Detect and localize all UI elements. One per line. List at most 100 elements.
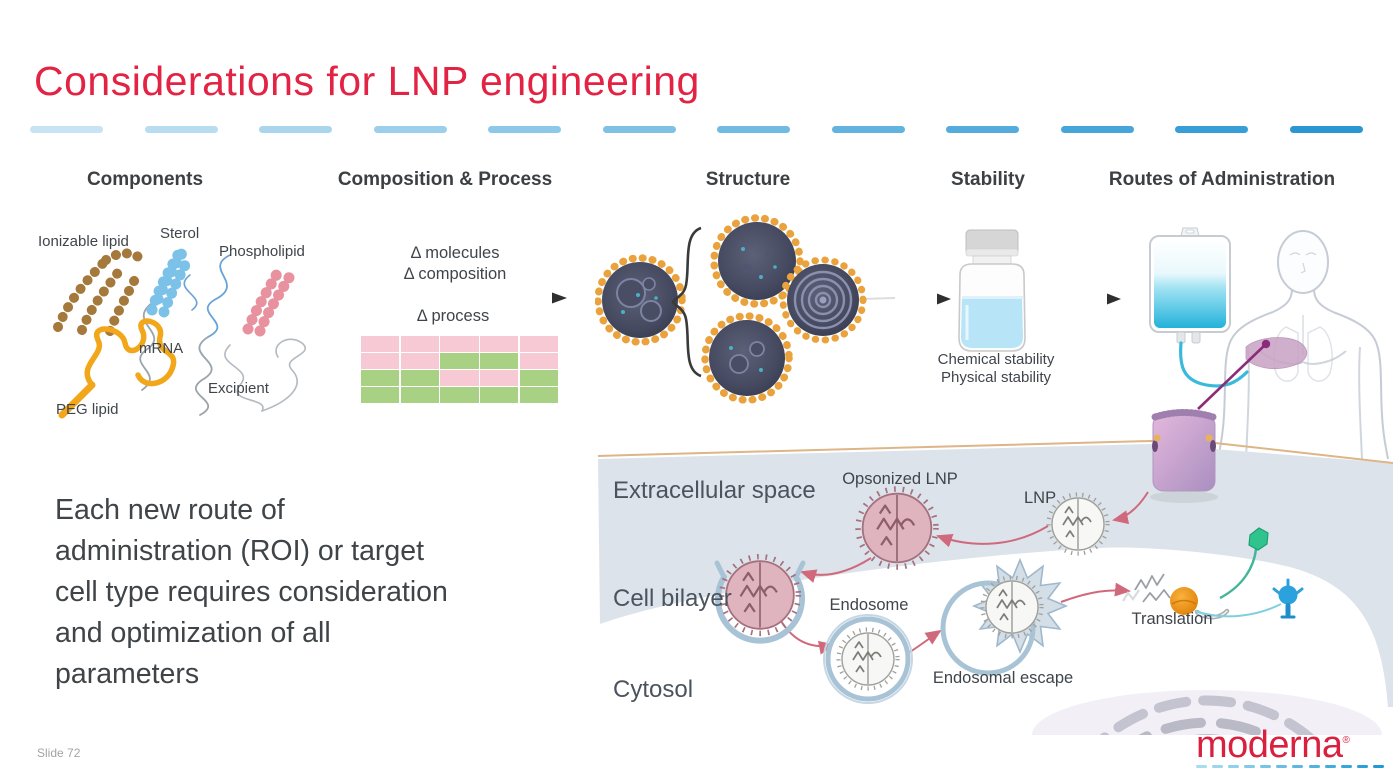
key-message: Each new route of administration (ROI) o…	[55, 490, 595, 695]
lnp-particle-icon	[779, 256, 867, 344]
formulation-grid-cell	[519, 353, 558, 369]
formulation-grid-cell	[480, 370, 519, 386]
routes-illustration	[1149, 227, 1389, 460]
formulation-grid-cell	[440, 336, 479, 352]
ionizable-lipid-icon	[53, 248, 145, 336]
endosome-icon	[823, 614, 913, 704]
lnp-particle-icon	[595, 254, 686, 346]
formulation-grid-cell	[440, 387, 479, 403]
label-cell-bilayer: Cell bilayer	[613, 585, 732, 612]
label-excipient: Excipient	[208, 380, 269, 397]
formulation-grid	[361, 336, 558, 403]
iv-bag-icon	[1149, 227, 1231, 344]
formulation-grid-cell	[400, 353, 439, 369]
membrane-lnp-icon	[714, 557, 806, 644]
formulation-grid-cell	[440, 353, 479, 369]
logo-dash	[1260, 765, 1272, 768]
label-ionizable-lipid: Ionizable lipid	[38, 233, 129, 250]
label-opsonized-lnp: Opsonized LNP	[842, 470, 958, 488]
iv-tube-icon	[1178, 341, 1249, 388]
divider-dash	[717, 126, 791, 133]
label-cytosol: Cytosol	[613, 676, 694, 703]
label-lnp: LNP	[1024, 489, 1057, 507]
divider-dash	[144, 126, 218, 133]
moderna-logo-dashes	[1196, 765, 1384, 768]
key-message-line: administration (ROI) or target	[55, 535, 425, 567]
logo-dash	[1372, 765, 1384, 768]
moderna-logo: moderna®	[1196, 726, 1386, 768]
phospholipid-icon	[242, 266, 296, 337]
excipient-icon	[224, 338, 306, 412]
lnp-structure-illustration	[595, 214, 895, 404]
label-endosome: Endosome	[829, 596, 909, 614]
col-header-components: Components	[86, 169, 204, 190]
translation-icon	[1122, 573, 1230, 620]
formulation-grid-cell	[361, 370, 400, 386]
formulation-grid-cell	[400, 336, 439, 352]
formulation-grid-cell	[440, 370, 479, 386]
formulation-grid-cell	[480, 353, 519, 369]
label-physical-stability: Physical stability	[940, 369, 1052, 386]
formulation-grid-cell	[361, 387, 400, 403]
peg-lipid-icon	[58, 318, 177, 419]
label-chemical-stability: Chemical stability	[937, 351, 1055, 368]
divider-dash	[946, 126, 1020, 133]
key-message-line: cell type requires consideration	[55, 576, 448, 608]
label-delta-molecules: Δ molecules	[410, 244, 500, 262]
divider-dash	[259, 126, 333, 133]
lnp-particle-icon	[710, 214, 804, 308]
divider-dash	[1289, 126, 1363, 133]
lnp-particle-icon	[701, 312, 793, 404]
teal-path	[1219, 548, 1258, 600]
brace-icon	[671, 226, 702, 378]
label-sterol: Sterol	[160, 225, 200, 242]
registered-mark: ®	[1342, 735, 1350, 746]
mrna-strand-icon	[139, 254, 231, 416]
key-message-line: parameters	[55, 658, 200, 690]
cyan-path	[1194, 603, 1282, 618]
col-header-routes: Routes of Administration	[1108, 169, 1336, 190]
formulation-grid-cell	[519, 370, 558, 386]
label-delta-composition: Δ composition	[403, 265, 507, 283]
divider-dash	[1060, 126, 1134, 133]
arrow-structure-to-stability	[854, 293, 951, 305]
needle-line	[1197, 343, 1267, 410]
process-arrow	[335, 292, 567, 304]
label-delta-process: Δ process	[416, 307, 490, 325]
logo-dash	[1292, 765, 1304, 768]
logo-dash	[1196, 765, 1207, 768]
logo-dash	[1324, 765, 1336, 768]
divider-dash	[1175, 126, 1249, 133]
components-molecules-illustration	[53, 247, 306, 419]
liver-icon	[1245, 337, 1308, 369]
col-header-structure: Structure	[705, 169, 791, 190]
arrow-stability-to-routes	[1032, 293, 1121, 305]
stability-vial-icon	[958, 229, 1026, 352]
slide-number: Slide 72	[37, 746, 81, 760]
col-header-stability: Stability	[951, 169, 1025, 190]
extracellular-region	[598, 444, 1393, 707]
logo-dash	[1308, 765, 1320, 768]
logo-dash	[1228, 765, 1240, 768]
target-cell-icon	[1150, 409, 1218, 503]
logo-dash	[1356, 765, 1368, 768]
divider-dash	[373, 126, 447, 133]
divider-dash	[30, 126, 103, 133]
membrane-line	[597, 439, 1393, 464]
logo-dash	[1212, 765, 1224, 768]
green-protein-icon	[1248, 527, 1269, 551]
label-endosomal-escape: Endosomal escape	[932, 669, 1074, 687]
logo-dash	[1244, 765, 1256, 768]
logo-dash	[1340, 765, 1352, 768]
label-translation: Translation	[1131, 610, 1213, 628]
page-title: Considerations for LNP engineering	[34, 58, 700, 104]
key-message-line: Each new route of	[55, 494, 285, 526]
divider-dash	[831, 126, 905, 133]
label-peg-lipid: PEG lipid	[56, 401, 119, 418]
label-mrna: mRNA	[139, 340, 184, 357]
endosomal-escape-icon	[940, 557, 1069, 676]
formulation-grid-cell	[361, 353, 400, 369]
formulation-grid-cell	[361, 336, 400, 352]
pathway-arrows	[780, 491, 1149, 655]
